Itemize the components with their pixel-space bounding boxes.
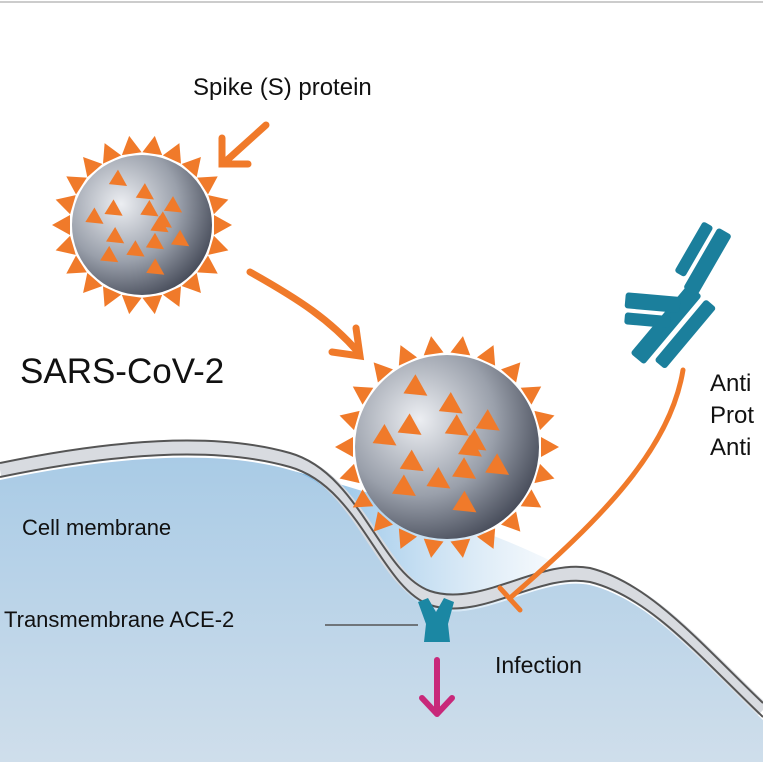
virus-envelope [355, 355, 539, 539]
spike-protein [55, 195, 76, 215]
surface-spike [444, 414, 469, 436]
spike-protein [500, 511, 521, 532]
spike-protein [66, 255, 87, 274]
virus-particle-free [52, 135, 232, 315]
spike-protein [102, 143, 122, 164]
binding-arrow [246, 268, 365, 361]
spike-protein [373, 362, 394, 383]
spike-protein [181, 272, 201, 294]
spike-protein [352, 386, 374, 405]
spike-protein [476, 528, 496, 549]
surface-spike [438, 391, 463, 414]
spike-protein [534, 410, 555, 431]
membrane-outer-edge [0, 439, 763, 704]
spike-protein [83, 156, 103, 178]
cell-membrane-label: Cell membrane [22, 515, 172, 540]
surface-spike [108, 169, 128, 186]
antibody-label-line: Anti [710, 434, 752, 461]
spike-protein [534, 463, 555, 484]
ace2-receptor-icon [418, 598, 454, 642]
spike-protein [398, 345, 418, 366]
infection-arrow-icon [419, 657, 455, 717]
spike-protein-label: Spike (S) protein [193, 74, 372, 101]
surface-spike [146, 258, 165, 275]
spike-protein [398, 528, 418, 549]
antibody-block-line [497, 367, 686, 613]
spike-protein [423, 336, 444, 356]
spike-protein [142, 294, 163, 315]
spike-protein [162, 143, 182, 164]
cell-membrane-line [0, 440, 763, 716]
surface-spike [145, 232, 165, 250]
surface-spike [85, 207, 104, 224]
spike-protein [55, 235, 76, 255]
spike-protein [335, 437, 353, 457]
spike-protein [142, 135, 163, 156]
spike-protein [520, 386, 542, 405]
virus-name-label: SARS-CoV-2 [20, 352, 225, 391]
virus-envelope [72, 155, 212, 295]
spike-protein [476, 345, 496, 366]
surface-spike [391, 474, 416, 497]
surface-spike [140, 200, 159, 217]
spike-protein [197, 255, 218, 274]
surface-spike [399, 449, 424, 472]
surface-spike [397, 413, 422, 435]
antibody-label-line: Anti [710, 370, 752, 397]
spike-protein [121, 135, 142, 156]
surface-spike [372, 423, 397, 446]
spike-protein [162, 286, 182, 307]
spike-protein [208, 195, 229, 215]
surface-spike [153, 211, 172, 228]
surface-spike [104, 199, 123, 216]
spike-protein [339, 463, 360, 484]
spike-protein [352, 489, 374, 508]
surface-spike [106, 226, 125, 244]
ace2-label: Transmembrane ACE-2 [4, 607, 235, 632]
surface-spike [462, 429, 487, 451]
surface-spike [135, 183, 154, 200]
surface-spike [163, 196, 183, 213]
surface-spike [171, 229, 190, 247]
surface-spike [426, 467, 451, 489]
surface-spike [452, 457, 477, 479]
antibody-label: Anti Prot Anti [710, 368, 754, 464]
spike-protein [197, 176, 218, 195]
spike-protein [83, 272, 103, 294]
spike-protein [500, 362, 521, 383]
spike-protein [339, 410, 360, 431]
membrane-inner-edge [0, 453, 763, 718]
spike-protein [520, 489, 542, 508]
infection-label: Infection [495, 652, 582, 678]
surface-spike [403, 374, 428, 396]
surface-spike [452, 490, 477, 513]
spike-protein [541, 437, 559, 457]
spike-protein [121, 294, 142, 315]
spike-protein [66, 176, 87, 195]
spike-protein [52, 215, 70, 235]
spike-protein [423, 538, 444, 558]
antibody-label-line: Prot [710, 402, 755, 429]
surface-spike [100, 245, 119, 263]
virus-particle-bound [335, 336, 559, 558]
spike-pointer-arrow [218, 121, 270, 168]
spike-protein [373, 511, 394, 532]
spike-protein [181, 156, 201, 178]
spike-protein [450, 538, 471, 558]
surface-spike [475, 409, 500, 431]
spike-protein [450, 336, 471, 356]
surface-spike [126, 240, 145, 257]
spike-protein [214, 215, 232, 235]
spike-protein [208, 235, 229, 255]
surface-spike [485, 453, 510, 475]
antibody-icon [624, 222, 731, 369]
cell-body [0, 457, 763, 762]
spike-protein [102, 286, 122, 307]
